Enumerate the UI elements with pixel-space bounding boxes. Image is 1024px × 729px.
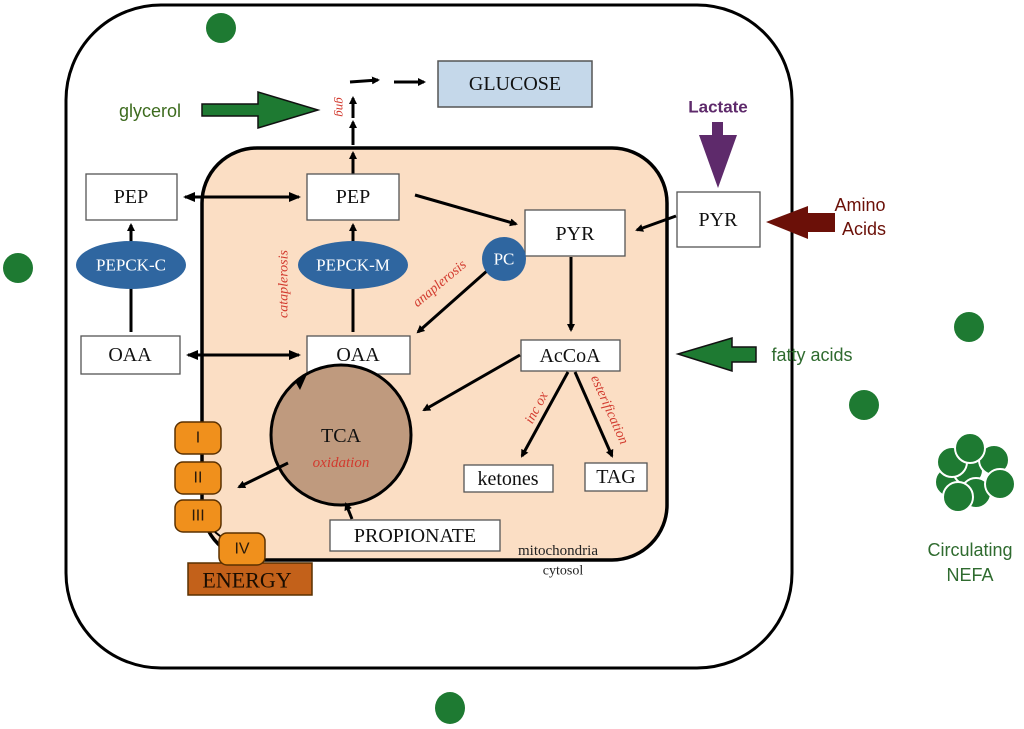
mitochondria-label: mitochondria [518, 543, 598, 559]
anaplerosis-arrow [416, 268, 489, 334]
ketones-label: ketones [477, 468, 538, 490]
fatty-acids-label: fatty acids [771, 345, 852, 365]
nefa-particle [435, 692, 465, 724]
pc-label: PC [494, 250, 515, 269]
complex-ii-label: II [194, 470, 203, 487]
complex-iii-label: III [191, 508, 204, 525]
oaa-mito-label: OAA [336, 344, 380, 366]
pepck-c-enzyme [76, 241, 186, 289]
complex-i-label: I [196, 430, 200, 447]
pep-cytosol-label: PEP [114, 186, 148, 208]
fatty-acids-input-arrow [675, 336, 757, 373]
nefa-label-line1: Circulating [927, 540, 1012, 560]
accoa-to-ketones-arrow [520, 371, 570, 458]
accoa-box [520, 339, 621, 372]
energy-box [187, 562, 313, 596]
complex-iv-label: IV [234, 541, 249, 558]
pyr-mito-box [524, 209, 626, 257]
complex-iii [174, 499, 222, 533]
glycerol-input-arrow [201, 90, 321, 130]
ketones-box [463, 464, 554, 493]
accoa-to-tca-arrow [422, 353, 521, 412]
accoa-to-tag-arrow [573, 371, 614, 458]
complex-iv [218, 532, 266, 566]
cytosol-label: cytosol [543, 564, 584, 579]
nefa-particle [206, 13, 236, 43]
nefa-particle [3, 253, 33, 283]
cataplerosis-label: cataplerosis [277, 249, 292, 317]
pepck-m-label: PEPCK-M [316, 256, 390, 275]
tca-to-etc-arrow [237, 461, 289, 489]
pep-mito-label: PEP [336, 186, 370, 208]
propionate-box [329, 519, 501, 552]
gng-label: gng [334, 97, 349, 117]
pyr-mito-label: PYR [556, 223, 596, 245]
pep-cytosol-box [85, 173, 178, 221]
tca-oxidation-label: oxidation [313, 455, 370, 471]
tca-cycle [269, 363, 413, 507]
amino-acids-label-line2: Acids [842, 219, 886, 239]
propionate-label: PROPIONATE [354, 525, 476, 547]
oaa-cytosol-box [80, 335, 181, 375]
pyr-cytosol-box [676, 191, 761, 248]
tca-cycle-arrowhead [296, 372, 308, 390]
propionate-to-tca-arrow [344, 502, 354, 520]
nefa-particle [954, 312, 984, 342]
glucose-box [437, 60, 593, 108]
nefa-particle [849, 390, 879, 420]
gng-arrow [349, 76, 380, 85]
amino-acids-input-arrow [766, 206, 835, 239]
tca-label: TCA [321, 425, 362, 447]
nefa-cluster-icon [934, 432, 1016, 513]
electron-transport-chain: I II III ENERGY IV [174, 421, 313, 596]
complex-i [174, 421, 222, 455]
fatty-acid-particles [3, 13, 984, 724]
glucose-label: GLUCOSE [469, 73, 561, 95]
lactate-label: Lactate [688, 98, 748, 117]
energy-label: ENERGY [202, 568, 291, 593]
pyr-import-arrow [635, 214, 677, 232]
accoa-label: AcCoA [539, 345, 601, 367]
lactate-input-arrow [699, 122, 737, 188]
pep-mito-box [306, 173, 400, 221]
amino-acids-label-line1: Amino [834, 195, 885, 215]
oaa-cytosol-label: OAA [108, 344, 152, 366]
pep-to-pyr-arrow [414, 193, 518, 227]
tag-label: TAG [596, 466, 636, 488]
pyr-cytosol-label: PYR [699, 209, 739, 231]
pepck-m-enzyme [298, 241, 408, 289]
glycerol-label: glycerol [119, 101, 181, 121]
pepck-c-label: PEPCK-C [96, 256, 166, 275]
tag-box [584, 462, 648, 492]
complex-ii [174, 461, 222, 495]
pc-enzyme [482, 237, 526, 281]
nefa-label-line2: NEFA [946, 565, 993, 585]
